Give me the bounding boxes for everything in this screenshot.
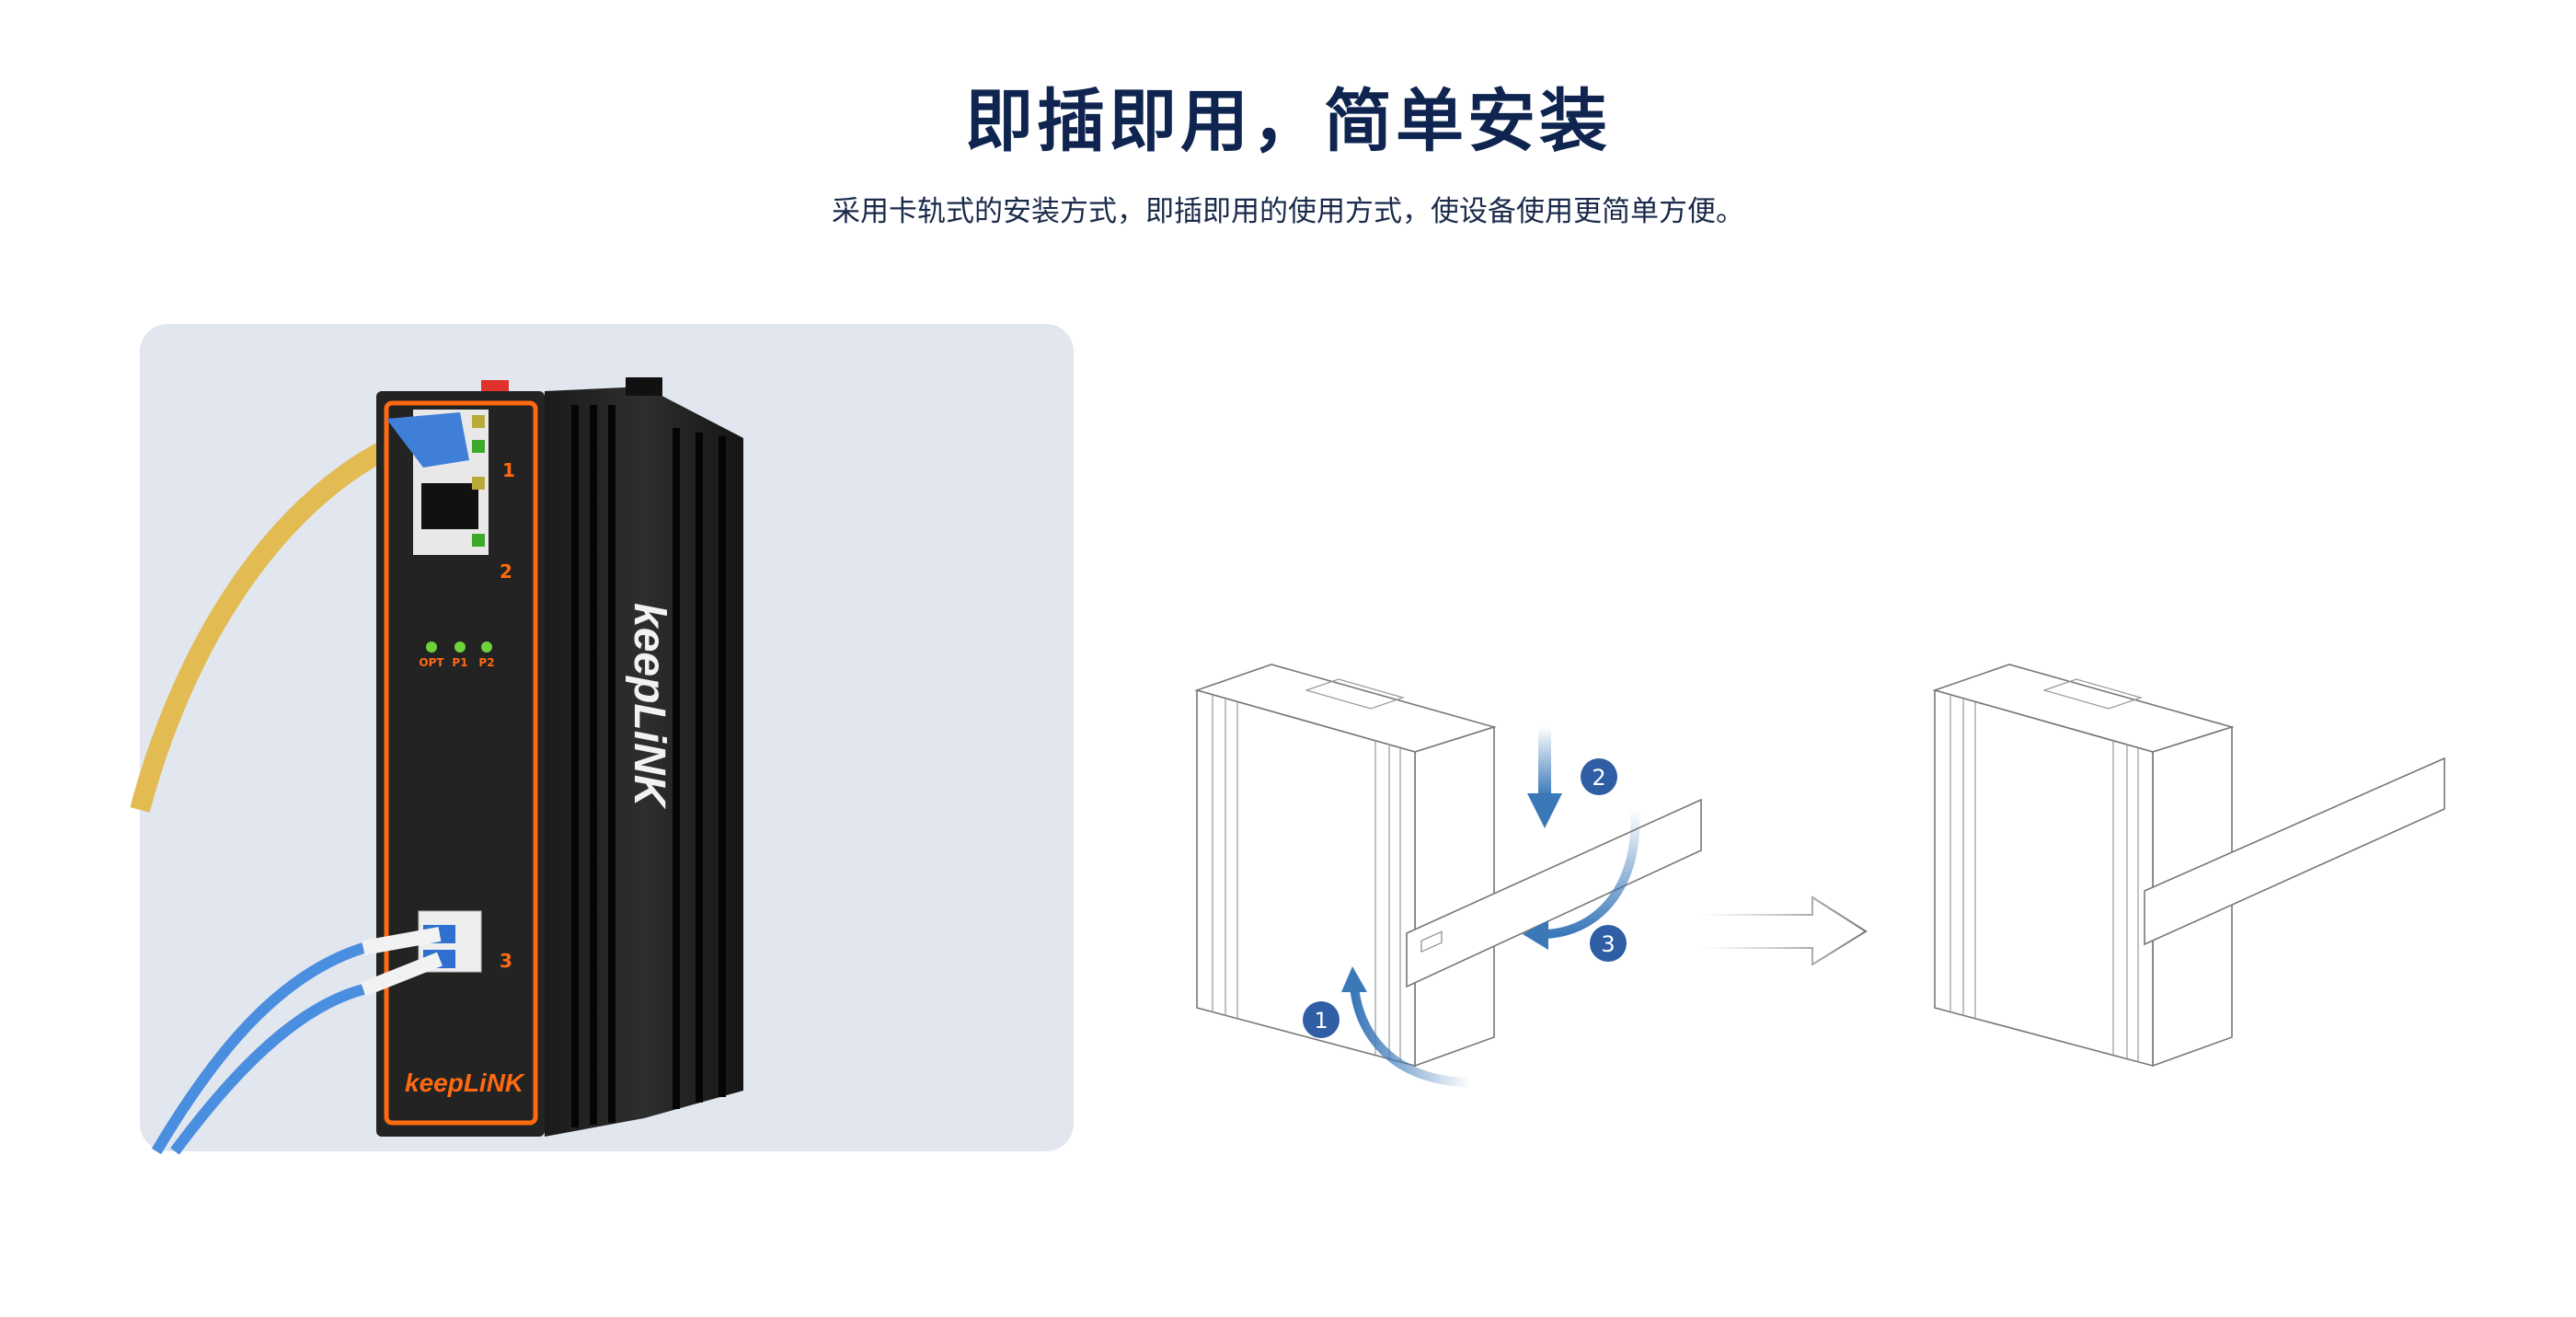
din-rail-mount-diagram-before (1194, 664, 1702, 1068)
curved-arrow-up-icon (1350, 986, 1471, 1087)
page-subtitle: 采用卡轨式的安装方式，即插即用的使用方式，使设备使用更简单方便。 (832, 195, 1744, 228)
svg-text:3: 3 (1601, 931, 1615, 957)
step-arrows (1341, 727, 1640, 1087)
curved-arrow-left-icon (1545, 809, 1640, 939)
step-badge-1 (1303, 1001, 1340, 1038)
arrow-right-icon (1702, 895, 1868, 966)
arrow-down-icon (1527, 793, 1562, 828)
svg-text:2: 2 (1592, 765, 1605, 791)
step-badge-3 (1590, 925, 1627, 962)
step-badges: 1 2 3 (1303, 758, 1627, 1038)
page-title: 即插即用，简单安装 (965, 82, 1611, 161)
din-rail-mount-diagram-after (1932, 664, 2445, 1068)
din-rail (1406, 798, 1702, 988)
step-badge-2 (1581, 758, 1617, 795)
din-rail (2144, 757, 2445, 946)
product-photo-panel (140, 324, 1074, 1151)
svg-text:1: 1 (1314, 1008, 1328, 1034)
